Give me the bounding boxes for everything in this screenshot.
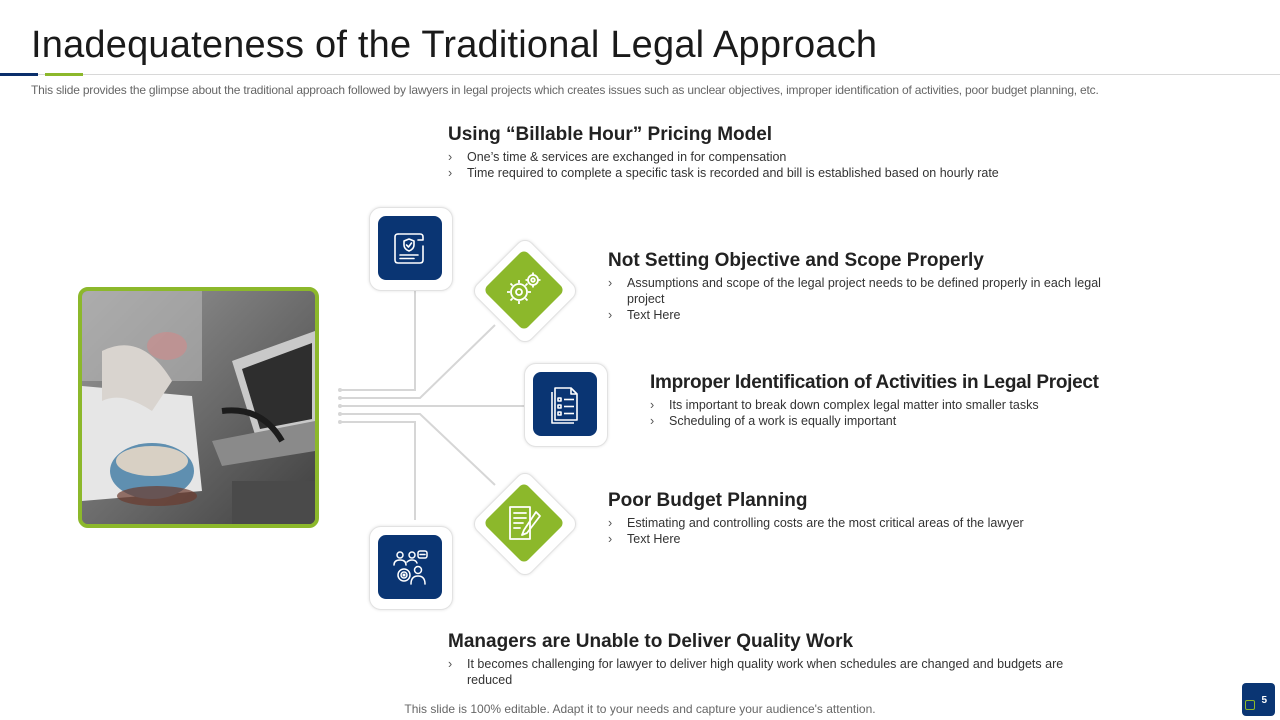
item-budget: Poor Budget Planning Estimating and cont… bbox=[608, 490, 1108, 547]
page-number: 5 bbox=[1261, 695, 1267, 706]
footer-note: This slide is 100% editable. Adapt it to… bbox=[404, 702, 876, 716]
document-list-icon bbox=[551, 387, 578, 424]
tile-activities bbox=[524, 363, 608, 447]
item-bullets: Estimating and controlling costs are the… bbox=[608, 515, 1108, 547]
lawyer-working-photo bbox=[78, 287, 319, 528]
item-bullets: One’s time & services are exchanged in f… bbox=[448, 149, 1048, 181]
item-objective-scope: Not Setting Objective and Scope Properly… bbox=[608, 250, 1108, 323]
item-bullets: It becomes challenging for lawyer to del… bbox=[448, 656, 1088, 688]
item-activities: Improper Identification of Activities in… bbox=[650, 372, 1110, 429]
accent-bar-green bbox=[45, 73, 83, 76]
page-subtitle: This slide provides the glimpse about th… bbox=[31, 83, 1099, 97]
bullet: Text Here bbox=[608, 307, 1108, 323]
item-heading: Using “Billable Hour” Pricing Model bbox=[448, 124, 773, 145]
team-target-icon bbox=[393, 550, 428, 585]
bullet: One’s time & services are exchanged in f… bbox=[448, 149, 1048, 165]
title-divider bbox=[0, 74, 1280, 75]
item-heading: Not Setting Objective and Scope Properly bbox=[608, 250, 984, 271]
bullet: It becomes challenging for lawyer to del… bbox=[448, 656, 1088, 688]
accent-bar-navy bbox=[0, 73, 38, 76]
tile-billable-hour bbox=[369, 207, 453, 291]
page-number-badge: 5 bbox=[1242, 683, 1275, 716]
item-heading: Improper Identification of Activities in… bbox=[650, 372, 1099, 393]
item-heading: Managers are Unable to Deliver Quality W… bbox=[448, 631, 854, 652]
item-bullets: Assumptions and scope of the legal proje… bbox=[608, 275, 1108, 323]
gears-icon bbox=[507, 272, 541, 304]
page-title: Inadequateness of the Traditional Legal … bbox=[31, 24, 878, 66]
item-billable-hour: Using “Billable Hour” Pricing Model One’… bbox=[448, 124, 1048, 181]
document-pen-icon bbox=[509, 506, 541, 540]
item-bullets: Its important to break down complex lega… bbox=[650, 397, 1110, 429]
tile-quality-work bbox=[369, 526, 453, 610]
bullet: Its important to break down complex lega… bbox=[650, 397, 1110, 413]
contract-shield-icon bbox=[394, 233, 424, 264]
photo-illustration bbox=[82, 291, 315, 524]
tile-billable-hour-inner bbox=[378, 216, 442, 280]
bullet: Scheduling of a work is equally importan… bbox=[650, 413, 1110, 429]
page-mark-icon bbox=[1245, 700, 1255, 710]
item-heading: Poor Budget Planning bbox=[608, 490, 808, 511]
bullet: Estimating and controlling costs are the… bbox=[608, 515, 1108, 531]
item-quality-work: Managers are Unable to Deliver Quality W… bbox=[448, 631, 1088, 688]
tile-budget bbox=[469, 468, 581, 580]
tile-quality-work-inner bbox=[378, 535, 442, 599]
connector-lines bbox=[338, 290, 525, 520]
bullet: Assumptions and scope of the legal proje… bbox=[608, 275, 1108, 307]
tile-objective-scope bbox=[469, 235, 581, 347]
bullet: Text Here bbox=[608, 531, 1108, 547]
tile-activities-inner bbox=[533, 372, 597, 436]
bullet: Time required to complete a specific tas… bbox=[448, 165, 1048, 181]
